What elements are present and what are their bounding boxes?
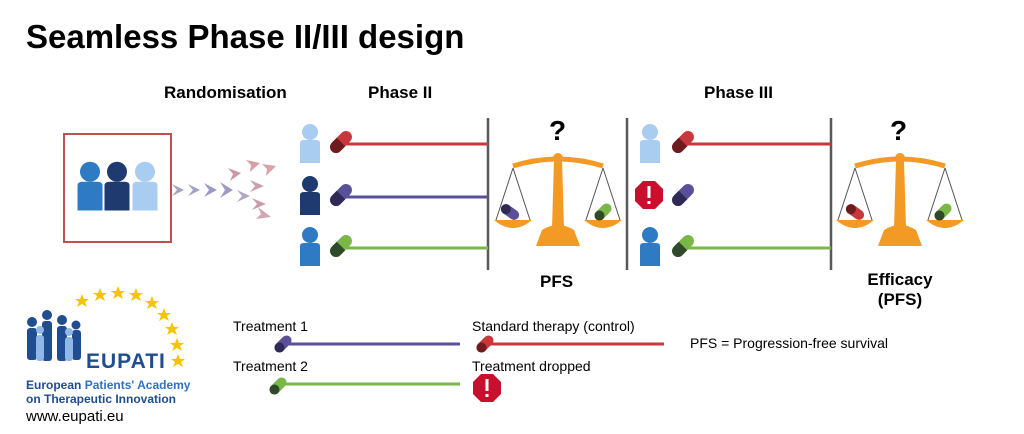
efficacy-label-line2: (PFS) [877, 290, 923, 309]
person-icon [300, 176, 320, 215]
legend-treatment2-swatch [269, 377, 460, 395]
efficacy-label-line1: Efficacy [867, 270, 933, 289]
arrow-icon [220, 182, 233, 198]
pill-icon [672, 235, 694, 257]
pill-icon [330, 184, 352, 206]
question-mark-phase3: ? [890, 115, 908, 146]
eupati-tagline-line2: on Therapeutic Innovation [26, 392, 177, 406]
pill-icon [672, 184, 694, 206]
phase2-arm-treatment2 [300, 227, 488, 266]
scale-icon [494, 153, 622, 246]
participant-group [63, 133, 172, 243]
legend-treatment2-label: Treatment 2 [233, 358, 308, 374]
header-randomisation: Randomisation [164, 83, 287, 102]
person-icon [640, 227, 660, 266]
arrow-icon [228, 168, 241, 181]
arrow-icon [262, 164, 276, 176]
randomisation-frame [63, 133, 172, 243]
pfs-label: PFS [540, 272, 574, 291]
dropped-alert-icon [635, 181, 663, 209]
phase2-arm-treatment1 [300, 176, 488, 215]
eupati-url-link[interactable]: www.eupati.eu [26, 408, 124, 425]
arrow-icon [188, 184, 200, 196]
randomisation-arrows [172, 160, 276, 219]
phase3-arm-control [640, 124, 831, 163]
header-phase-3: Phase III [704, 83, 773, 102]
phase3-arm-dropped [635, 181, 694, 209]
phase3-arm-treatment2 [640, 227, 831, 266]
person-icon [104, 161, 130, 211]
arrow-icon [246, 160, 260, 172]
arrow-icon [252, 198, 266, 210]
page-title: Seamless Phase II/III design [26, 18, 465, 55]
eupati-logo-tagline: European Patients' Academy on Therapeuti… [26, 378, 190, 406]
eupati-tagline-part2: Patients' Academy [84, 378, 191, 392]
pill-icon [672, 131, 694, 153]
legend-dropped-icon [473, 374, 501, 402]
pill-icon [330, 131, 352, 153]
person-icon [132, 161, 158, 211]
question-mark-phase2: ? [549, 115, 567, 146]
arrow-icon [237, 190, 250, 202]
pfs-definition: PFS = Progression-free survival [690, 335, 889, 351]
arrow-icon [172, 184, 184, 196]
header-phase-2: Phase II [368, 83, 433, 102]
eupati-tagline-part1: European [26, 378, 85, 392]
efficacy-label: Efficacy (PFS) [856, 270, 944, 310]
legend-standard-swatch [476, 335, 664, 353]
person-icon [640, 124, 660, 163]
eupati-logo-name: EUPATI [86, 350, 166, 373]
scale-icon [836, 153, 964, 246]
arrow-icon [256, 207, 271, 219]
person-icon [300, 227, 320, 266]
legend-standard-label: Standard therapy (control) [472, 318, 635, 334]
eupati-logo-icon [27, 286, 185, 367]
arrow-icon [250, 180, 264, 192]
legend-dropped-label: Treatment dropped [472, 358, 591, 374]
pill-icon [330, 235, 352, 257]
phase2-arm-control [300, 124, 488, 163]
legend-treatment1-label: Treatment 1 [233, 318, 308, 334]
person-icon [77, 161, 103, 211]
arrow-icon [204, 183, 217, 197]
person-icon [300, 124, 320, 163]
legend-treatment1-swatch [274, 335, 460, 353]
